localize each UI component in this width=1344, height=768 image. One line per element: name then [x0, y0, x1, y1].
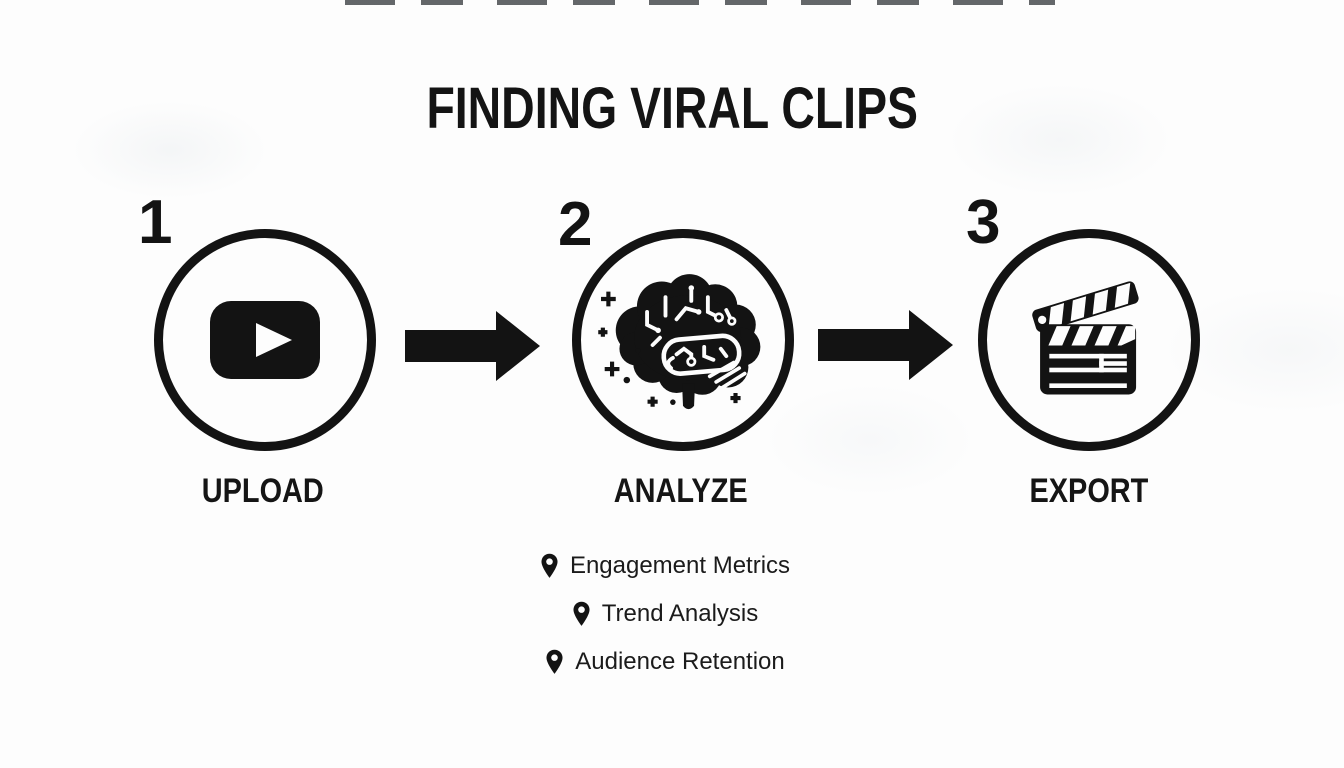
step-2-number: 2	[558, 190, 593, 259]
list-item-label: Trend Analysis	[601, 600, 759, 627]
clapperboard-icon	[1032, 281, 1139, 395]
page-title: FINDING VIRAL CLIPS	[0, 80, 1344, 138]
list-item: Trend Analysis	[572, 599, 759, 629]
list-item-label: Engagement Metrics	[569, 552, 791, 579]
step-3-number: 3	[966, 188, 1001, 257]
arrow-right-icon	[405, 311, 540, 381]
step-1-circle	[154, 229, 376, 451]
cropped-text-artifact	[345, 0, 1055, 5]
map-pin-icon	[573, 601, 590, 626]
youtube-play-icon	[210, 301, 320, 379]
step-2-label: ANALYZE	[614, 472, 748, 510]
brain-circuit-icon	[598, 274, 761, 410]
map-pin-icon	[541, 553, 558, 578]
list-item-label: Audience Retention	[575, 648, 785, 675]
step-2-circle	[572, 229, 794, 451]
step-1-number: 1	[138, 188, 173, 257]
page-title-text: FINDING VIRAL CLIPS	[426, 76, 918, 141]
step-1-label: UPLOAD	[201, 472, 325, 510]
analysis-points-list: Engagement Metrics Trend Analysis Audien…	[350, 551, 980, 677]
list-item: Audience Retention	[545, 647, 785, 677]
list-item: Engagement Metrics	[540, 551, 790, 581]
step-3-label: EXPORT	[1029, 472, 1149, 510]
arrow-right-icon	[818, 310, 953, 380]
map-pin-icon	[546, 649, 563, 674]
step-3-circle	[978, 229, 1200, 451]
